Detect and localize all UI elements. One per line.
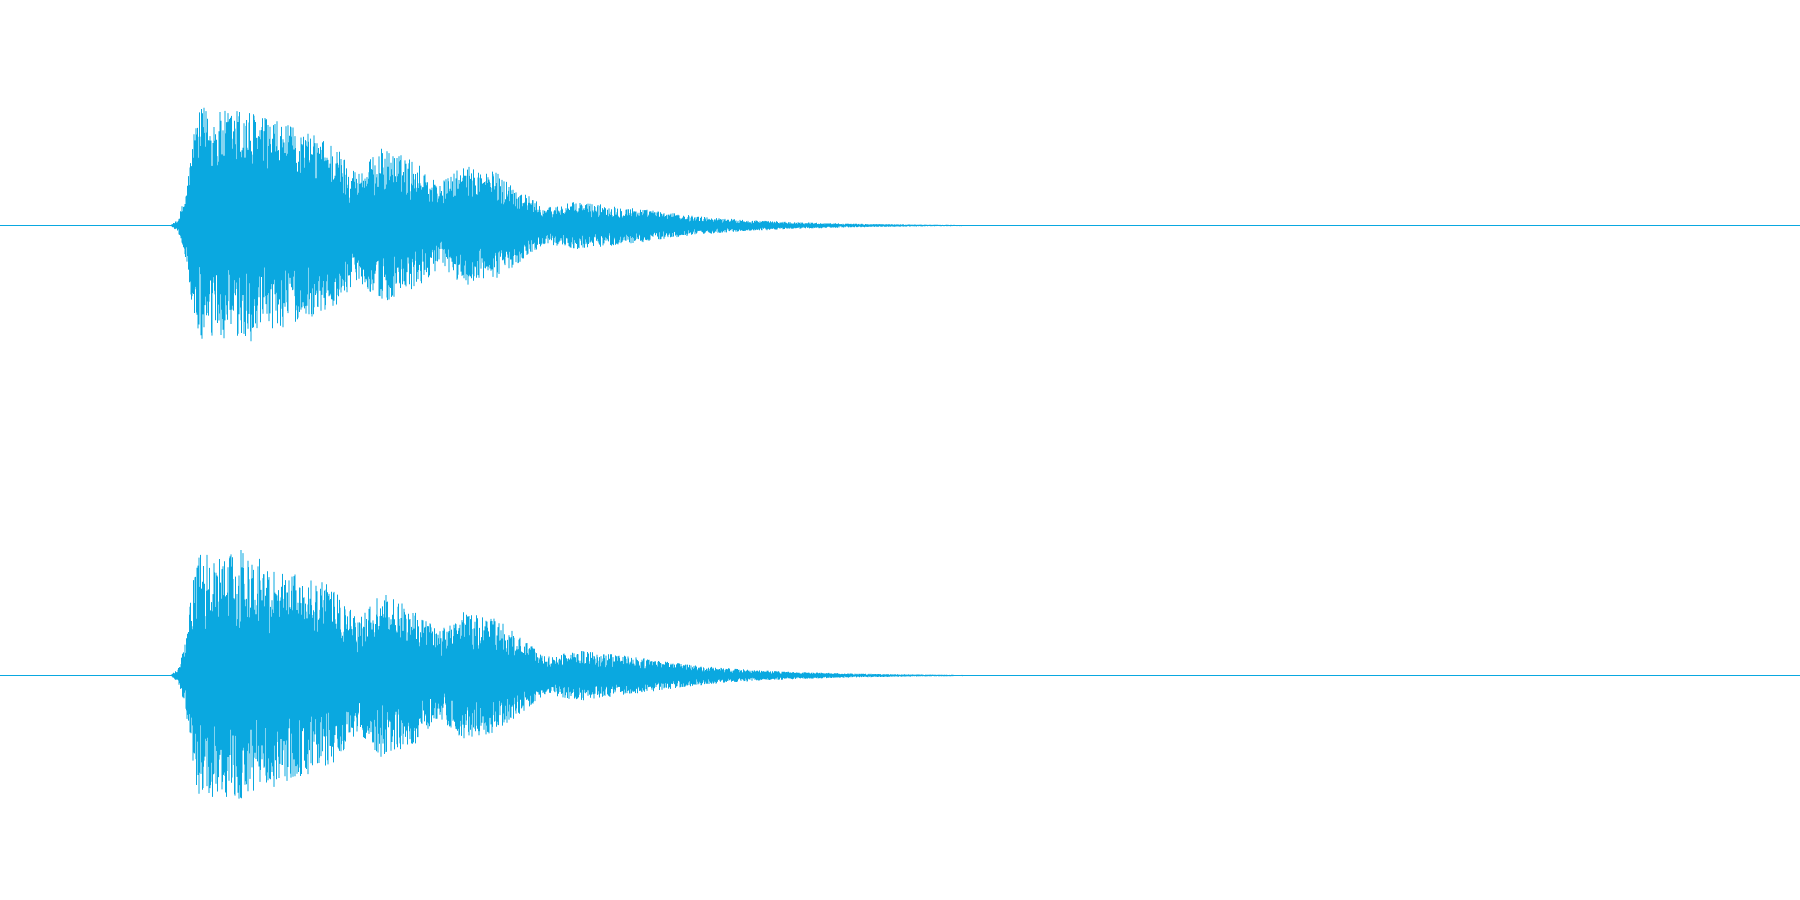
channel-0-signal [170,107,1039,342]
channel-0-waveform[interactable] [0,107,1800,342]
channel-1-signal [170,550,1067,799]
channel-1-waveform[interactable] [0,550,1800,799]
